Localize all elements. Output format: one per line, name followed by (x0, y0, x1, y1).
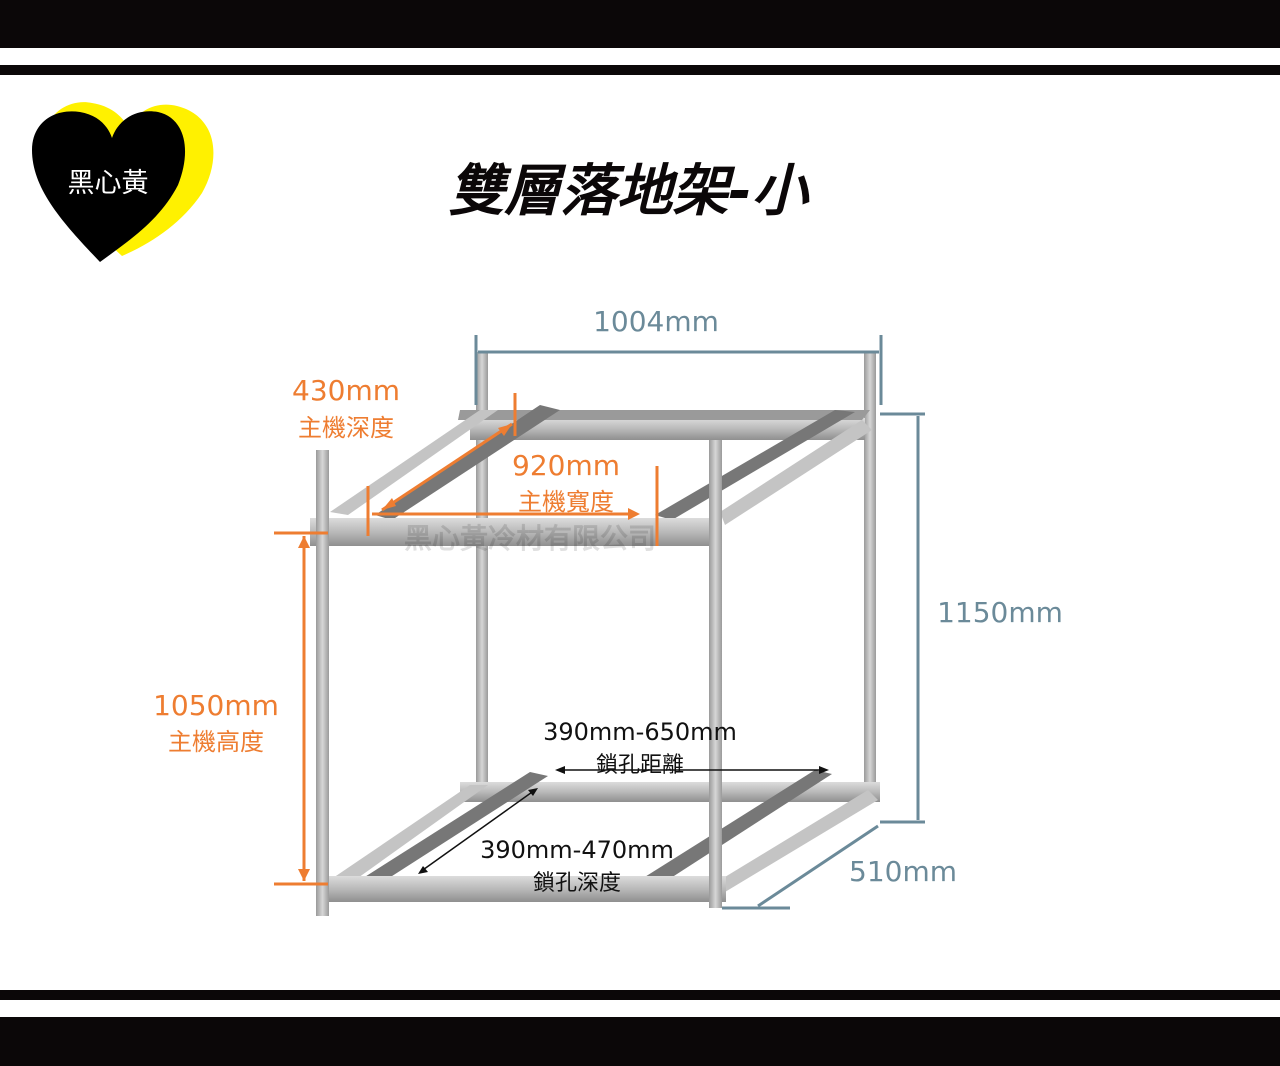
unit-depth-value: 430mm (292, 374, 400, 407)
hole-dimension-lines (419, 769, 826, 873)
hole-distance-label: 鎖孔距離 (596, 753, 684, 778)
front-right-post (709, 440, 722, 908)
unit-width-value: 920mm (512, 449, 620, 482)
bottom-right-mount-bracket (640, 770, 832, 885)
hole-distance-value: 390mm-650mm (543, 718, 737, 746)
back-right-post (864, 352, 876, 792)
unit-height-label: 主機高度 (168, 728, 264, 756)
unit-width-label: 主機寬度 (518, 488, 614, 516)
hole-depth-value: 390mm-470mm (480, 836, 674, 864)
bottom-left-mount-bracket (360, 772, 548, 885)
overall-height-label: 1150mm (937, 596, 1063, 629)
overall-dimension-lines (474, 335, 925, 910)
page-title: 雙層落地架-小 (448, 159, 810, 224)
logo-text: 黑心黃 (68, 168, 149, 199)
overall-depth-label: 510mm (849, 855, 957, 888)
top-right-mount-bracket (655, 410, 855, 520)
top-left-side-rail (330, 410, 498, 515)
bottom-border-thin (0, 990, 1280, 1000)
top-front-beam (310, 518, 720, 546)
top-back-beam (470, 418, 865, 440)
front-left-post (316, 450, 329, 916)
bottom-front-beam (316, 876, 726, 902)
unit-dimension-lines (274, 393, 659, 886)
bottom-border-thick (0, 1017, 1280, 1066)
hole-depth-label: 鎖孔深度 (533, 871, 621, 896)
top-border-thick (0, 0, 1280, 48)
watermark: 黑心黃冷材有限公司 (404, 522, 656, 555)
top-border-thin (0, 65, 1280, 75)
overall-width-label: 1004mm (593, 305, 719, 338)
unit-height-value: 1050mm (153, 689, 279, 722)
top-right-side-rail (720, 420, 872, 525)
unit-depth-label: 主機深度 (298, 414, 394, 442)
brand-logo: 黑心黃 (32, 102, 214, 263)
